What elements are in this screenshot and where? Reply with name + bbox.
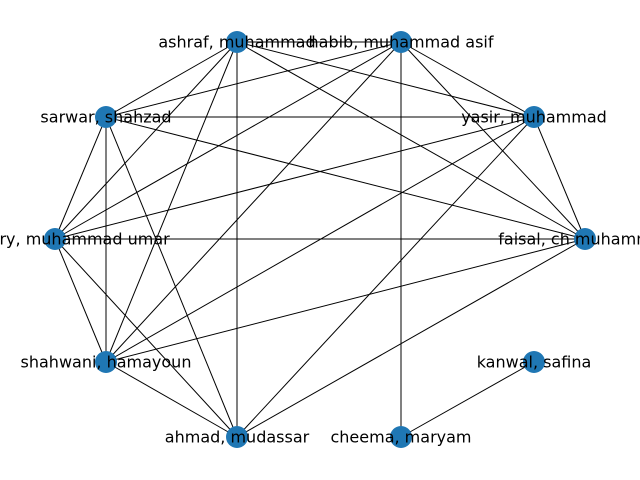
node-label-cheema: cheema, maryam bbox=[330, 428, 471, 447]
edge-habib-shahwani bbox=[105, 41, 402, 363]
node-label-yasir: yasir, muhammad bbox=[461, 108, 607, 127]
edge-yasir-umar bbox=[54, 116, 535, 240]
edge-yasir-ahmad bbox=[236, 116, 535, 438]
node-label-ahmad: ahmad, mudassar bbox=[165, 428, 310, 447]
edge-shahwani-umar bbox=[54, 238, 107, 363]
edge-layer bbox=[54, 41, 586, 438]
node-label-shahwani: shahwani, hamayoun bbox=[21, 353, 192, 372]
edge-faisal-shahwani bbox=[105, 238, 586, 363]
node-label-habib: habib, muhammad asif bbox=[309, 33, 494, 52]
edge-ashraf-umar bbox=[54, 41, 238, 240]
node-layer bbox=[44, 31, 596, 448]
node-ashraf bbox=[226, 31, 248, 53]
node-label-faisal: faisal, ch muhammad bbox=[498, 230, 640, 249]
node-faisal bbox=[574, 228, 596, 250]
edge-ashraf-faisal bbox=[236, 41, 586, 240]
edge-habib-yasir bbox=[400, 41, 535, 118]
node-label-ashraf: ashraf, muhammad bbox=[158, 33, 315, 52]
node-cheema bbox=[390, 426, 412, 448]
node-ahmad bbox=[226, 426, 248, 448]
edge-umar-sarwar bbox=[54, 116, 107, 240]
node-kanwal bbox=[523, 351, 545, 373]
edge-ashraf-yasir bbox=[236, 41, 535, 118]
edge-ahmad-shahwani bbox=[105, 361, 238, 438]
edge-ashraf-shahwani bbox=[105, 41, 238, 363]
node-label-sarwar: sarwar, shahzad bbox=[40, 108, 171, 127]
node-shahwani bbox=[95, 351, 117, 373]
edge-faisal-sarwar bbox=[105, 116, 586, 240]
node-yasir bbox=[523, 106, 545, 128]
edge-kanwal-cheema bbox=[400, 361, 535, 438]
edge-habib-sarwar bbox=[105, 41, 402, 118]
node-sarwar bbox=[95, 106, 117, 128]
node-habib bbox=[390, 31, 412, 53]
edge-ahmad-umar bbox=[54, 238, 238, 438]
node-umar bbox=[44, 228, 66, 250]
node-label-umar: chaudhry, muhammad umar bbox=[0, 230, 170, 249]
edge-habib-umar bbox=[54, 41, 402, 240]
node-label-kanwal: kanwal, safina bbox=[477, 353, 592, 372]
edge-yasir-faisal bbox=[533, 116, 586, 240]
edge-ahmad-sarwar bbox=[105, 116, 238, 438]
edge-ashraf-sarwar bbox=[105, 41, 238, 118]
edge-faisal-ahmad bbox=[236, 238, 586, 438]
